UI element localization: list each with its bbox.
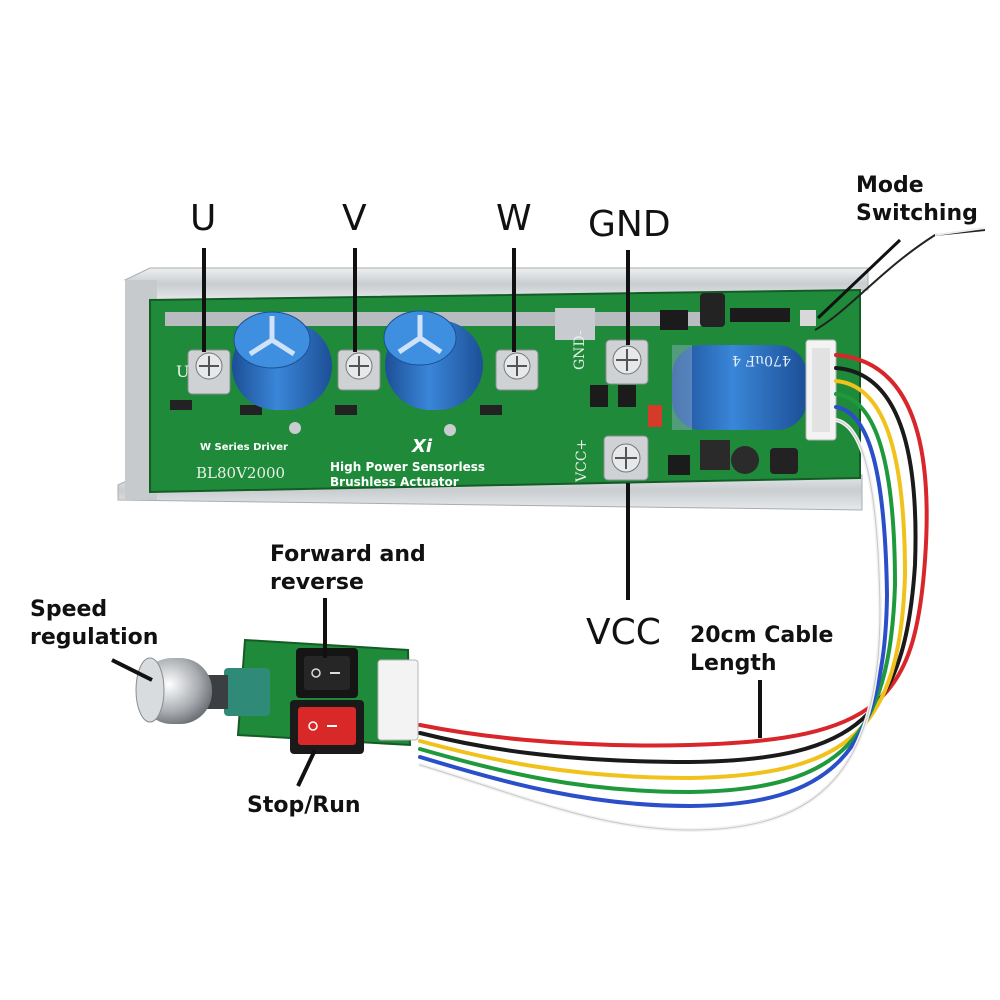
board-brand-text: Xi (412, 436, 433, 457)
terminal-v (337, 349, 381, 391)
silk-vcc: VCC+ (574, 438, 590, 482)
label-stop-run: Stop/Run (247, 793, 361, 818)
silk-u: U (176, 362, 190, 381)
label-mode-switching-line-2: Switching (856, 201, 978, 226)
label-speed-regulation-line-2: regulation (30, 625, 159, 650)
label-gnd: GND (588, 204, 671, 245)
terminal-u (187, 349, 231, 395)
capacitor-1 (232, 311, 332, 434)
label-cable-length-line-1: 20cm Cable (690, 623, 834, 648)
capacitor-2 (383, 310, 483, 436)
board-model-text: BL80V2000 (196, 464, 286, 482)
capacitor-rating-text: 470uF 4 (732, 352, 791, 368)
board-series-text: W Series Driver (200, 442, 288, 453)
mode-switch-wire (814, 229, 986, 331)
terminal-gnd (605, 339, 649, 385)
board-description-line-1: High Power Sensorless (330, 460, 485, 474)
label-forward-reverse-line-2: reverse (270, 570, 364, 595)
callout-lines (111, 238, 902, 787)
label-w: W (496, 198, 532, 239)
terminal-w (495, 349, 539, 391)
silk-gnd: GND- (572, 330, 588, 370)
stop-run-switch (290, 700, 364, 754)
board-description-line-2: Brushless Actuator (330, 475, 459, 489)
label-mode-switching: Mode Switching (856, 172, 978, 228)
label-u: U (190, 198, 217, 239)
forward-reverse-switch (296, 648, 358, 698)
label-forward-reverse-line-1: Forward and (270, 542, 426, 567)
main-connector (805, 339, 837, 441)
label-mode-switching-line-1: Mode (856, 173, 924, 198)
label-vcc: VCC (586, 612, 661, 653)
speed-knob (135, 657, 212, 724)
capacitor-470uf (672, 345, 807, 430)
label-forward-reverse: Forward and reverse (270, 541, 426, 597)
cable-bundle (418, 353, 929, 833)
terminal-vcc (603, 435, 649, 481)
label-speed-regulation-line-1: Speed (30, 597, 108, 622)
label-speed-regulation: Speed regulation (30, 596, 158, 652)
label-v: V (342, 198, 367, 239)
control-board (204, 638, 419, 747)
label-cable-length-line-2: Length (690, 651, 777, 676)
label-cable-length: 20cm Cable Length (690, 622, 833, 678)
